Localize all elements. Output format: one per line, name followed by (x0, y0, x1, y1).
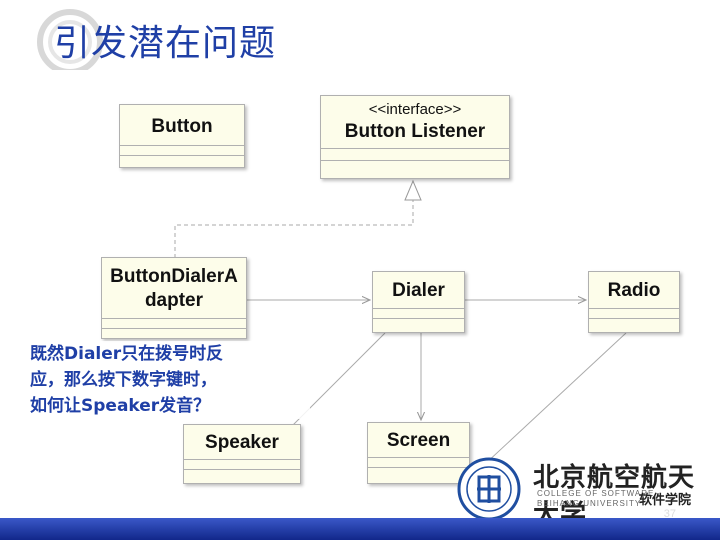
class-dialer: Dialer (372, 271, 465, 333)
university-name-cn: 北京航空航天大学 (533, 463, 696, 530)
school-name-cn: 软件学院 (639, 493, 692, 508)
assoc-radio-screen (469, 332, 627, 479)
note-line-2: 应，那么按下数字键时， (30, 370, 217, 390)
class-separator (321, 148, 509, 149)
college-name-en: COLLEGE OF SOFTWARE (537, 489, 655, 498)
interface-stereotype: <<interface>> (368, 101, 462, 118)
note-line-1: 既然Dialer只在拨号时反 (30, 344, 224, 364)
question-note: 既然Dialer只在拨号时反 应，那么按下数字键时， 如何让Speaker发音？ (30, 341, 310, 419)
class-adapter-name: ButtonDialerA dapter (102, 265, 246, 313)
class-screen-name: Screen (386, 430, 451, 451)
interface-header: <<interface>> Button Listener (321, 99, 509, 143)
class-button-dialer-adapter: ButtonDialerA dapter (101, 257, 247, 339)
realization-arrowhead (404, 179, 422, 201)
title-decoration (37, 9, 103, 70)
class-separator (368, 467, 469, 468)
class-adapter-name-line2: dapter (144, 290, 204, 311)
interface-name: Button Listener (344, 121, 486, 142)
class-separator (589, 318, 679, 319)
class-separator (102, 318, 246, 319)
class-separator (184, 459, 300, 460)
class-separator (184, 469, 300, 470)
class-radio-name: Radio (607, 280, 661, 301)
class-separator (321, 160, 509, 161)
page-number: 37 (663, 508, 676, 520)
class-adapter-name-line1: ButtonDialerA (110, 266, 238, 287)
class-separator (120, 155, 244, 156)
note-line-3: 如何让Speaker发音？ (30, 396, 211, 416)
interface-button-listener: <<interface>> Button Listener (320, 95, 510, 179)
footer-bar (0, 518, 720, 540)
slide-title: 引发潜在问题 (54, 23, 277, 64)
class-dialer-name: Dialer (392, 280, 445, 301)
class-button-name: Button (151, 116, 213, 137)
class-button: Button (119, 104, 245, 168)
class-separator (368, 457, 469, 458)
university-emblem-icon (457, 457, 521, 521)
class-separator (373, 318, 464, 319)
class-speaker: Speaker (183, 424, 301, 484)
class-separator (102, 328, 246, 329)
class-radio: Radio (588, 271, 680, 333)
class-separator (373, 308, 464, 309)
class-separator (589, 308, 679, 309)
university-name-en: BEIHANG UNIVERSITY (537, 499, 642, 508)
realization-line (174, 200, 414, 258)
university-logo: 北京航空航天大学 COLLEGE OF SOFTWARE BEIHANG UNI… (455, 455, 715, 530)
class-separator (120, 145, 244, 146)
class-screen: Screen (367, 422, 470, 484)
class-speaker-name: Speaker (205, 432, 279, 453)
